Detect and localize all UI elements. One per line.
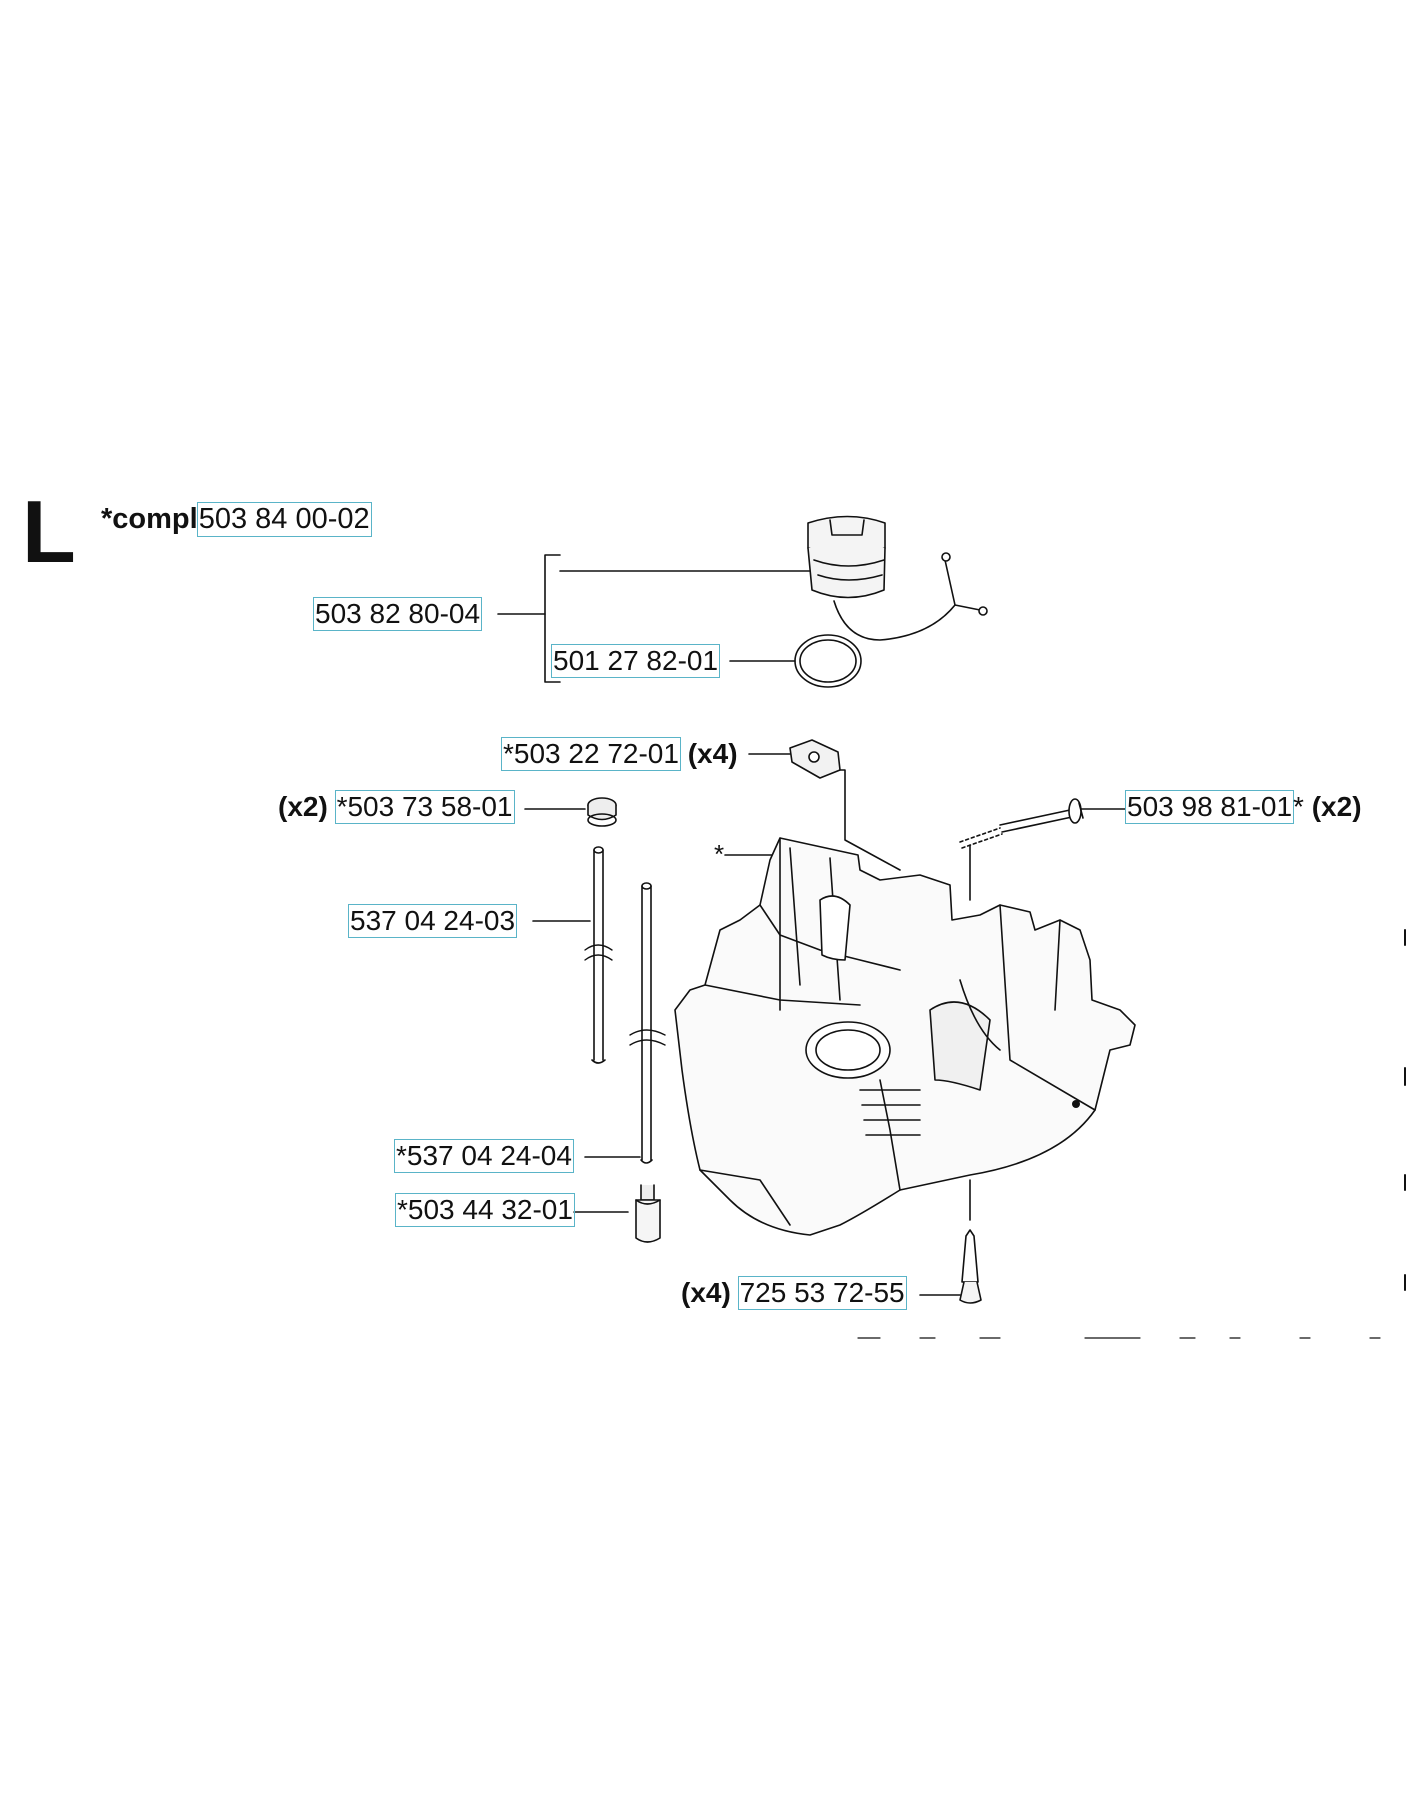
assembly-label: *compl503 84 00-02 (101, 502, 372, 537)
part-number-retainer[interactable]: *503 22 72-01 (501, 737, 681, 771)
quantity-bolt: (x2) (1311, 791, 1362, 822)
label-fuel-filter: *503 44 32-01 (395, 1193, 575, 1227)
label-grommet: (x2) *503 73 58-01 (278, 790, 515, 824)
part-number-screw[interactable]: 725 53 72-55 (737, 1276, 907, 1310)
hose-1-shape (584, 846, 613, 1064)
part-number-fuel-filter[interactable]: *503 44 32-01 (395, 1193, 575, 1227)
screw-shape (959, 1179, 982, 1304)
part-number-o-ring[interactable]: 501 27 82-01 (550, 644, 721, 678)
label-hose-1: 537 04 24-03 (347, 904, 518, 938)
part-number-fuel-cap[interactable]: 503 82 80-04 (312, 597, 483, 631)
grommet-shape (587, 797, 617, 827)
label-hose-2: *537 04 24-04 (394, 1139, 574, 1173)
part-number-grommet[interactable]: *503 73 58-01 (334, 790, 515, 824)
label-bolt: 503 98 81-01* (x2) (1124, 790, 1362, 824)
compl-prefix: *compl (101, 503, 198, 535)
label-retainer: *503 22 72-01 (x4) (501, 737, 738, 771)
hose-2-shape (629, 882, 666, 1164)
part-number-hose-2[interactable]: *537 04 24-04 (394, 1139, 574, 1173)
part-number-assembly[interactable]: 503 84 00-02 (196, 502, 372, 537)
quantity-retainer: (x4) (687, 738, 738, 769)
bolt-shape (959, 798, 1084, 849)
label-o-ring: 501 27 82-01 (550, 644, 721, 678)
fuel-cap-bracket (544, 554, 561, 683)
quantity-screw: (x4) (681, 1277, 731, 1308)
section-letter: L (22, 482, 76, 581)
label-fuel-cap: 503 82 80-04 (312, 597, 483, 631)
part-number-hose-1[interactable]: 537 04 24-03 (347, 904, 518, 938)
tank-housing-shape (674, 837, 1136, 1236)
fuel-cap-shape (807, 515, 988, 641)
quantity-grommet: (x2) (278, 791, 328, 822)
fuel-filter-shape (635, 1184, 661, 1243)
part-number-bolt[interactable]: 503 98 81-01 (1124, 790, 1295, 824)
bolt-asterisk: * (1293, 791, 1304, 822)
o-ring-shape (794, 634, 862, 688)
label-screw: (x4) 725 53 72-55 (681, 1276, 907, 1310)
asterisk-marker: * (714, 839, 725, 869)
